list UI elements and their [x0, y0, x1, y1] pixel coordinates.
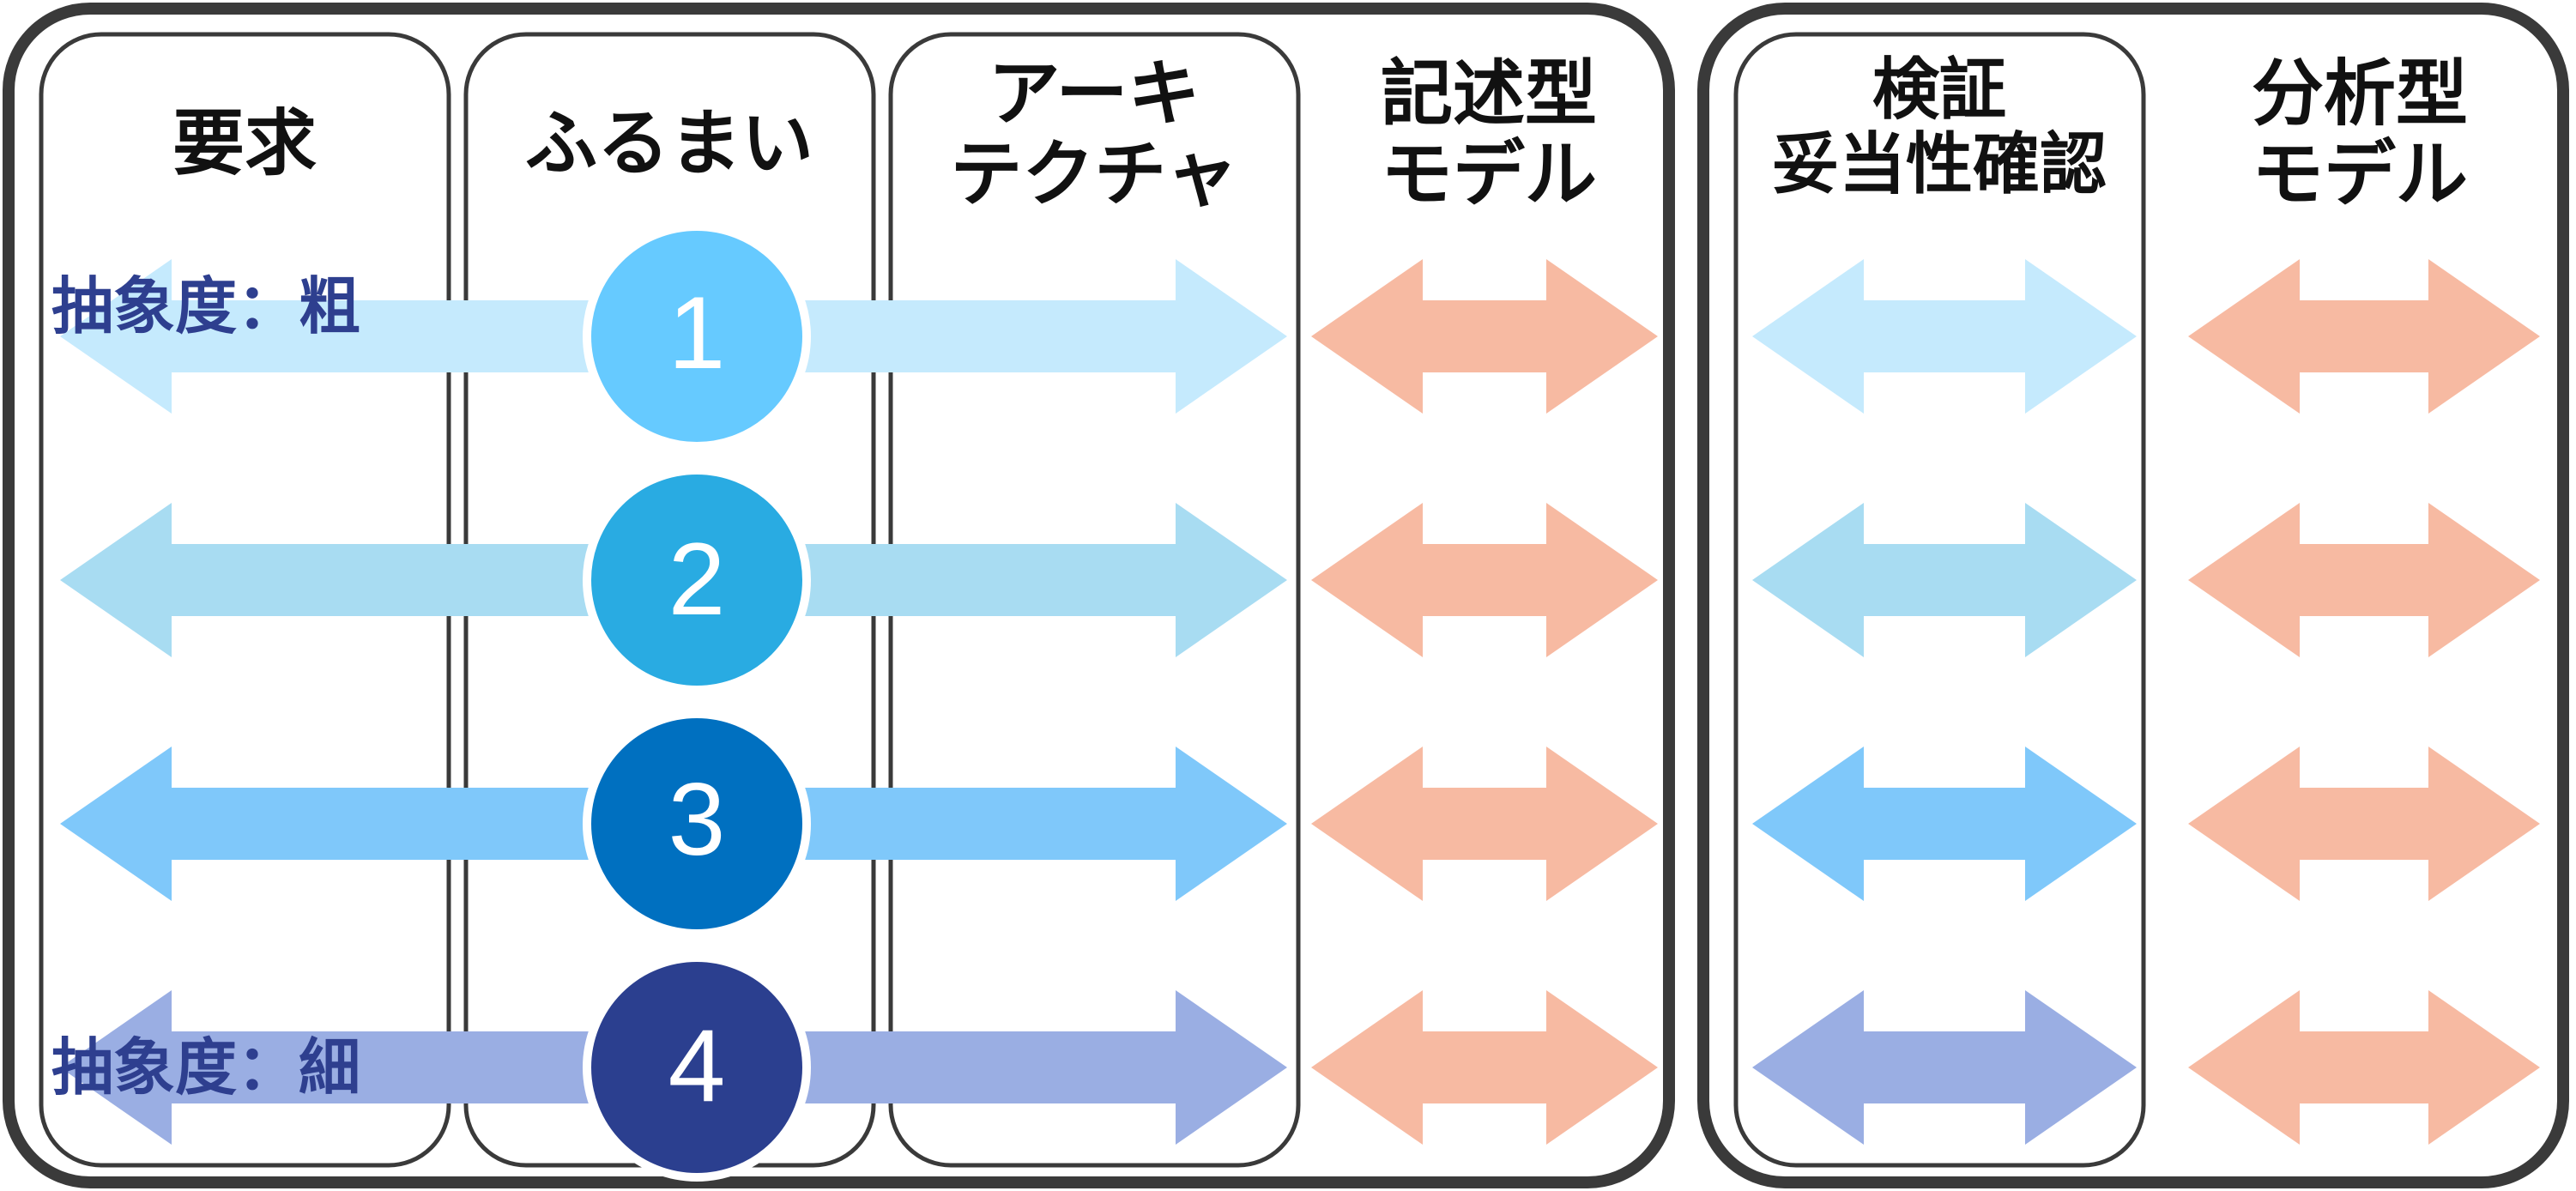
level-number-4: 4 — [668, 1008, 726, 1123]
header-architecture: アーキ テクチャ — [950, 51, 1238, 217]
level-2-verification-arrow — [1752, 503, 2137, 657]
level-1-circle — [583, 222, 811, 450]
level-1-analytical-arrow — [2188, 259, 2540, 414]
level-4-descriptive-arrow — [1311, 990, 1658, 1145]
header-behavior: ふるまい — [524, 101, 813, 185]
right-group-frame — [1697, 3, 2569, 1188]
header-descriptive-model: 記述型 モデル — [1380, 51, 1597, 217]
level-2-descriptive-arrow — [1311, 503, 1658, 657]
level-4-analytical-arrow — [2188, 990, 2540, 1145]
level-2-circle — [583, 466, 811, 694]
level-4-circle — [583, 953, 811, 1182]
level-1-descriptive-arrow — [1311, 259, 1658, 414]
level-number-2: 2 — [668, 522, 726, 637]
level-2-analytical-arrow — [2188, 503, 2540, 657]
level-number-1: 1 — [668, 275, 726, 390]
level-3-descriptive-arrow — [1311, 747, 1658, 901]
column-frame-verification — [1733, 32, 2146, 1168]
level-3-circle — [583, 710, 811, 938]
header-analytical-model: 分析型 モデル — [2251, 51, 2468, 217]
left-group-frame — [3, 3, 1675, 1188]
level-number-3: 3 — [668, 762, 726, 877]
level-1-verification-arrow — [1752, 259, 2137, 414]
level-3-verification-arrow — [1752, 747, 2137, 901]
header-verification: 検証 妥当性確認 — [1771, 51, 2107, 204]
header-requirements: 要求 — [172, 101, 317, 185]
level-4-verification-arrow — [1752, 990, 2137, 1145]
abstraction-label-fine: 抽象度：細 — [51, 1031, 361, 1103]
abstraction-label-coarse: 抽象度：粗 — [51, 270, 361, 342]
level-3-analytical-arrow — [2188, 747, 2540, 901]
